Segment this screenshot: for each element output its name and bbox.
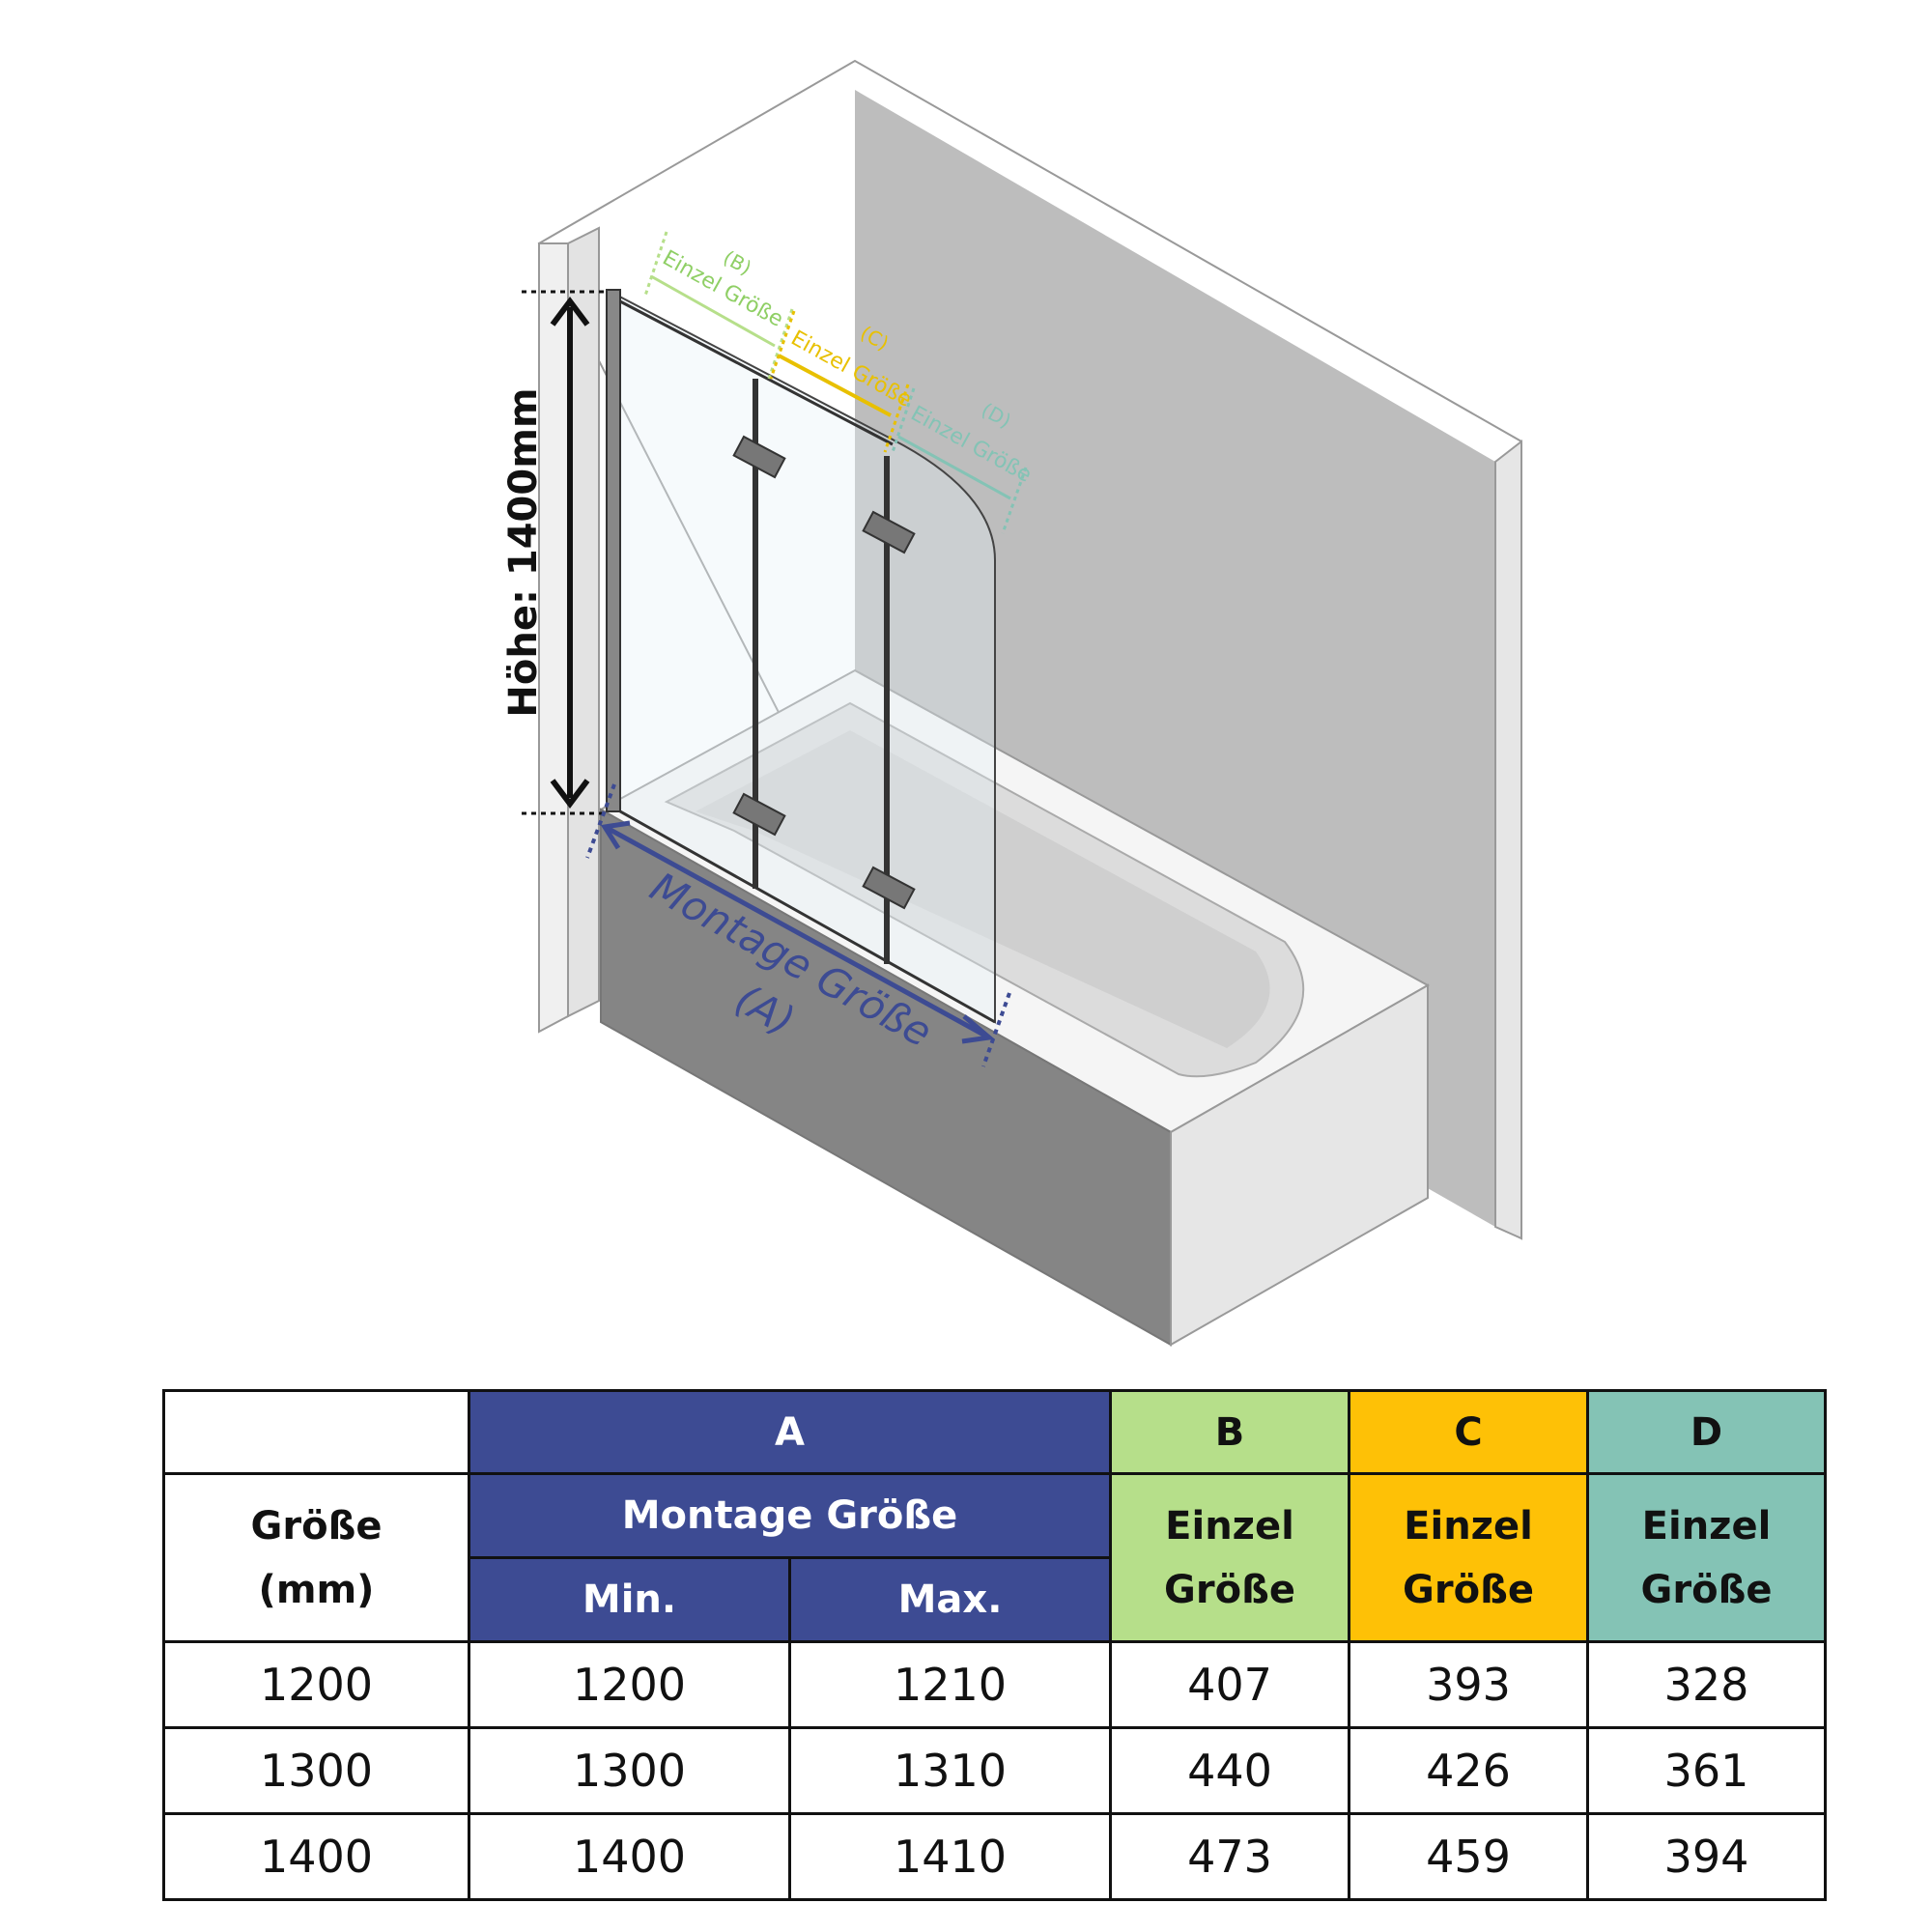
min-cell: 1400 [468, 1812, 791, 1901]
b-cell: 407 [1109, 1640, 1350, 1729]
hinge-icon [862, 866, 916, 910]
table-row: 1400 1400 1410 473 459 394 [162, 1812, 1827, 1901]
c-cell: 393 [1348, 1640, 1589, 1729]
header-b: B [1109, 1389, 1350, 1475]
hinge-icon [732, 792, 786, 837]
min-cell: 1200 [468, 1640, 791, 1729]
d-groesse-word: Größe [1640, 1567, 1773, 1612]
c-cell: 459 [1348, 1812, 1589, 1901]
d-einzel-header: Einzel Größe [1586, 1472, 1827, 1643]
bathtub-screen-diagram: Höhe: 1400mm Montage Größe (A) (B) Einze… [501, 59, 1522, 1347]
header-c: C [1348, 1389, 1589, 1475]
min-header: Min. [468, 1556, 791, 1643]
b-cell: 473 [1109, 1812, 1350, 1901]
size-cell: 1200 [162, 1640, 470, 1729]
c-groesse-word: Größe [1403, 1567, 1534, 1612]
hinge-icon [862, 510, 916, 554]
c-einzel-word: Einzel [1404, 1503, 1533, 1548]
d-cell: 328 [1586, 1640, 1827, 1729]
montage-header: Montage Größe [468, 1472, 1112, 1559]
min-cell: 1300 [468, 1726, 791, 1815]
header-d: D [1586, 1389, 1827, 1475]
b-cell: 440 [1109, 1726, 1350, 1815]
d-einzel-word: Einzel [1641, 1503, 1772, 1548]
height-dimension: Höhe: 1400mm [501, 290, 607, 815]
header-a: A [468, 1389, 1112, 1475]
max-header: Max. [788, 1556, 1112, 1643]
size-spec-table: A B C D Größe (mm) Montage Größe Einzel … [162, 1389, 1827, 1901]
b-einzel-header: Einzel Größe [1109, 1472, 1350, 1643]
glass-screen [606, 289, 996, 1024]
max-cell: 1210 [788, 1640, 1112, 1729]
side-wall [538, 226, 600, 1034]
c-einzel-header: Einzel Größe [1348, 1472, 1589, 1643]
size-cell: 1400 [162, 1812, 470, 1901]
d-cell: 394 [1586, 1812, 1827, 1901]
size-label: Größe [250, 1503, 383, 1548]
size-unit: (mm) [258, 1567, 375, 1612]
d-cell: 361 [1586, 1726, 1827, 1815]
table-row: 1200 1200 1210 407 393 328 [162, 1640, 1827, 1729]
b-groesse-word: Größe [1164, 1567, 1295, 1612]
hinge-icon [732, 435, 786, 479]
c-cell: 426 [1348, 1726, 1589, 1815]
size-label-cell: Größe (mm) [162, 1472, 470, 1643]
size-cell: 1300 [162, 1726, 470, 1815]
b-einzel-word: Einzel [1165, 1503, 1294, 1548]
bathtub [598, 668, 1431, 1347]
height-label: Höhe: 1400mm [501, 387, 546, 717]
table-row: 1300 1300 1310 440 426 361 [162, 1726, 1827, 1815]
corner-cell [162, 1389, 470, 1475]
max-cell: 1410 [788, 1812, 1112, 1901]
max-cell: 1310 [788, 1726, 1112, 1815]
